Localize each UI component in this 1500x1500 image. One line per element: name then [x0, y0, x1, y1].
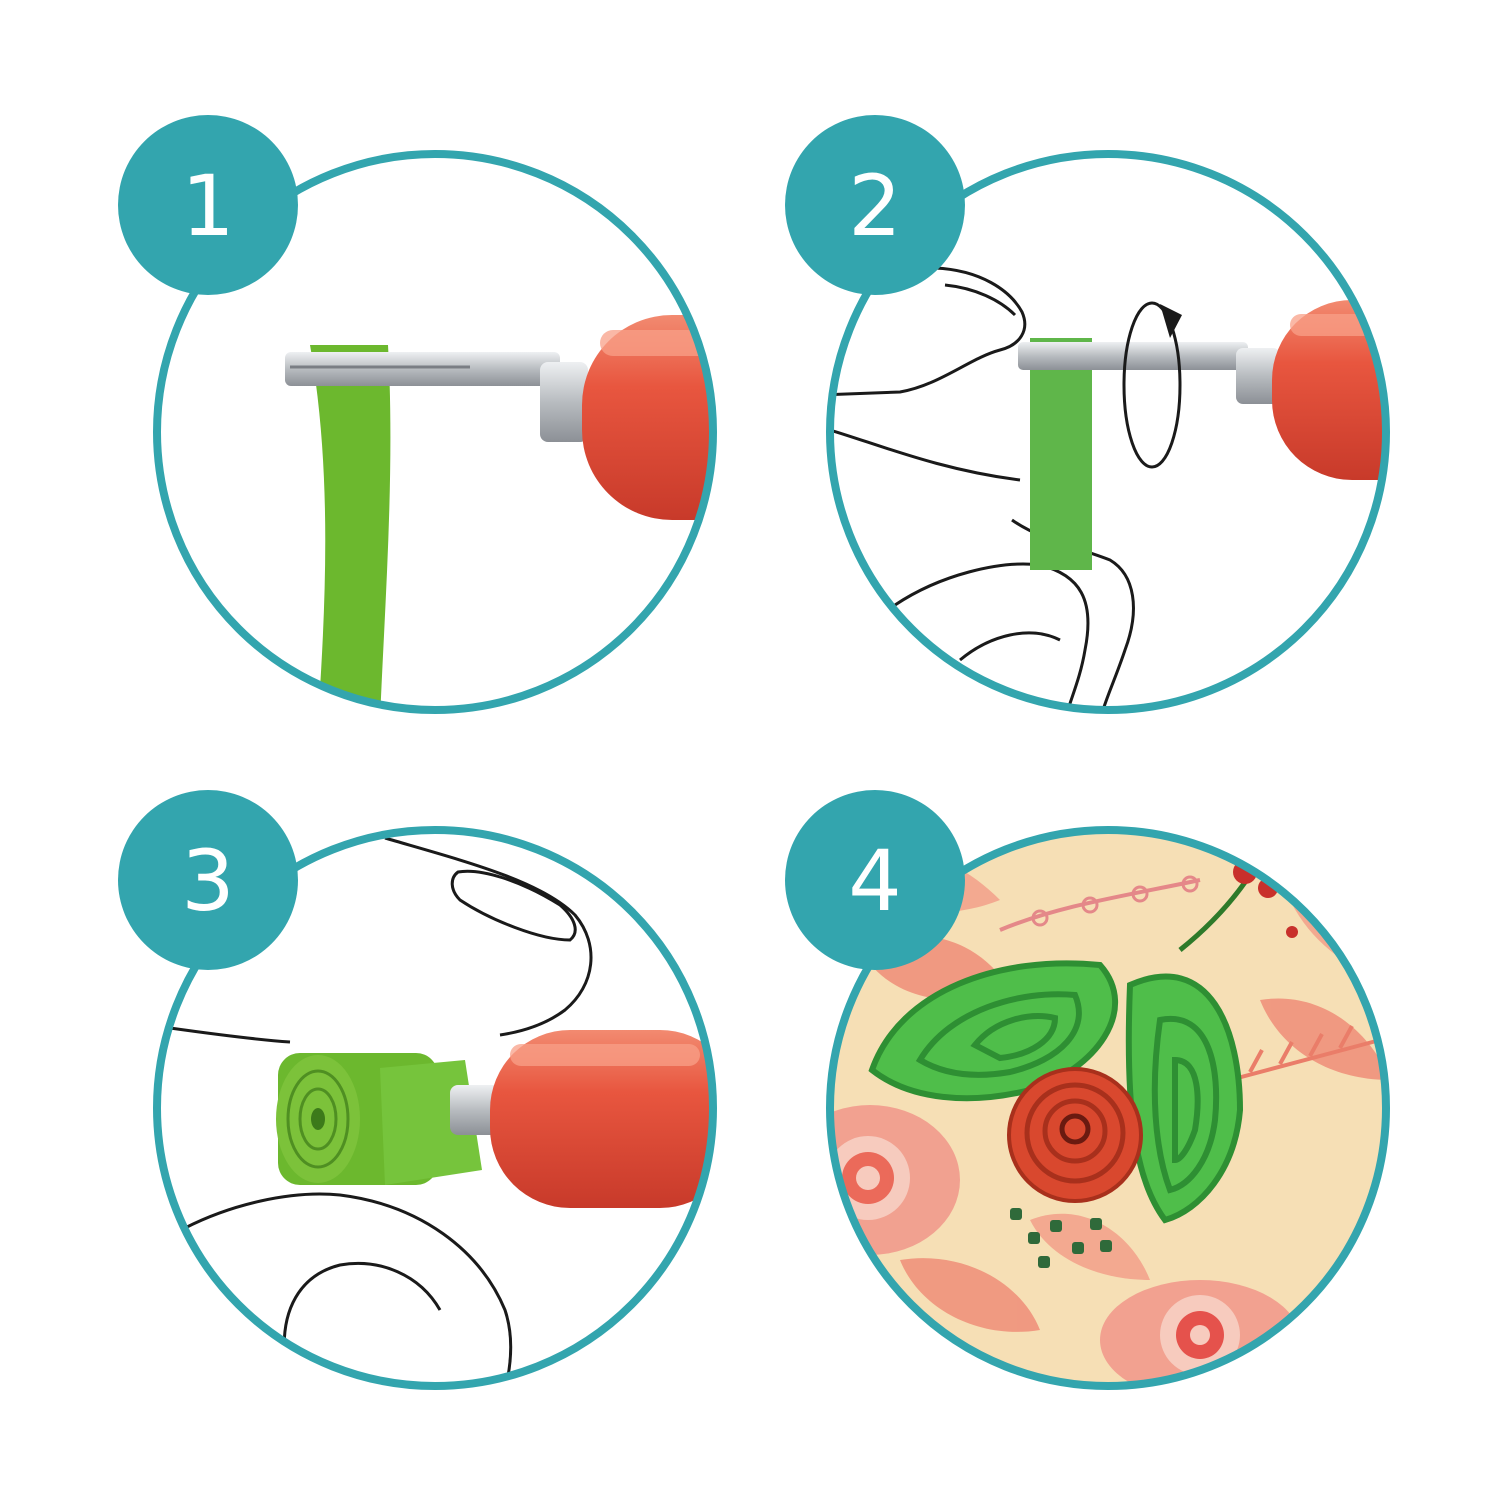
- upper-finger-icon: [384, 836, 593, 1037]
- tool-shaft-icon: [285, 352, 588, 442]
- quilling-tool-handle-icon: [1272, 300, 1386, 480]
- paper-strip-icon: [310, 345, 391, 710]
- step-badge-3: 3: [118, 790, 298, 970]
- paper-strip-icon: [1030, 338, 1092, 570]
- step-number-1: 1: [181, 157, 234, 255]
- rotation-arrow-icon: [1122, 301, 1182, 469]
- upper-finger-icon: [830, 266, 1027, 397]
- step-number-2: 2: [848, 157, 901, 255]
- quilled-rose-icon: [1007, 1067, 1143, 1203]
- step-3-illustration: [169, 836, 713, 1386]
- step-number-4: 4: [848, 832, 901, 930]
- quilled-leaf-left-icon: [868, 960, 1119, 1102]
- step-number-3: 3: [181, 832, 234, 930]
- quilled-leaf-right-icon: [1125, 973, 1244, 1224]
- step-badge-2: 2: [785, 115, 965, 295]
- step-3-panel: 3: [118, 790, 717, 1390]
- tool-shaft-icon: [1018, 342, 1280, 404]
- green-dots-icon: [1010, 1208, 1112, 1268]
- step-2-panel: 2: [785, 115, 1390, 714]
- step-badge-4: 4: [785, 790, 965, 970]
- step-4-panel: 4: [785, 790, 1390, 1390]
- step-badge-1: 1: [118, 115, 298, 295]
- step-1-illustration: [285, 315, 713, 710]
- lower-finger-icon: [184, 1192, 513, 1386]
- quilling-tool-handle-icon: [490, 1030, 713, 1208]
- step-1-panel: 1: [118, 115, 717, 714]
- step-2-illustration: [830, 266, 1386, 710]
